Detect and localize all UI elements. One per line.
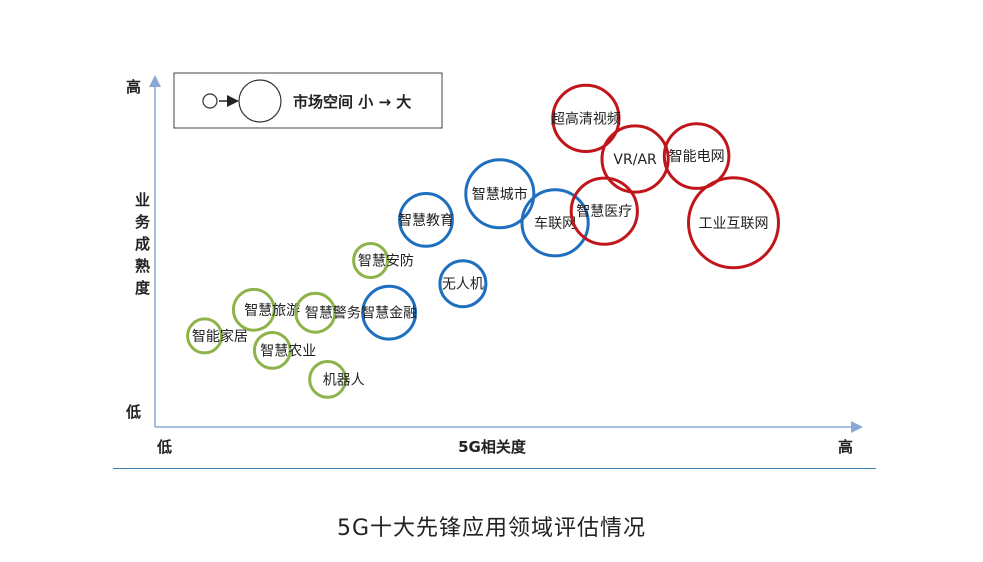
bubble-label-9: 智慧城市 <box>472 186 528 203</box>
bubble-label-7: 智慧教育 <box>398 213 454 229</box>
bubble-label-1: 智慧旅游 <box>244 303 300 319</box>
bubble-label-0: 智能家居 <box>192 328 248 345</box>
x-axis-low-label: 低 <box>156 438 172 456</box>
bubble-10 <box>520 188 590 258</box>
y-axis-low-label: 低 <box>125 403 141 421</box>
bubble-label-13: 智慧医疗 <box>576 204 632 220</box>
bubble-12 <box>600 124 670 194</box>
legend: 市场空间 小 → 大 <box>173 72 443 129</box>
bubble-label-14: 智能电网 <box>669 149 725 165</box>
bubble-5 <box>352 242 390 279</box>
bubble-11 <box>551 83 621 153</box>
legend-small-circle <box>202 93 218 109</box>
bubble-1 <box>231 287 276 332</box>
bubble-label-6: 智慧金融 <box>361 306 417 322</box>
bubble-9 <box>464 158 536 230</box>
bubble-label-15: 工业互联网 <box>699 216 769 232</box>
bubble-15 <box>687 176 780 270</box>
legend-box <box>173 72 443 129</box>
y-axis-title: 业务成熟度 <box>135 191 151 297</box>
bubble-6 <box>361 284 418 341</box>
figure-caption: 5G十大先锋应用领域评估情况 <box>336 516 647 541</box>
legend-large-circle <box>238 79 282 123</box>
bubble-3 <box>308 360 348 399</box>
x-axis-title: 5G相关度 <box>458 438 527 456</box>
legend-text: 市场空间 小 → 大 <box>293 93 411 111</box>
bubble-label-11: 超高清视频 <box>551 110 621 127</box>
bubble-7 <box>398 192 454 248</box>
x-axis-high-label: 高 <box>838 438 853 456</box>
bubble-13 <box>569 176 639 246</box>
bubble-label-12: VR/AR <box>613 152 657 168</box>
bubble-4 <box>294 291 337 334</box>
bubble-2 <box>252 331 292 370</box>
bubble-0 <box>186 317 224 355</box>
bubble-label-10: 车联网 <box>534 215 576 232</box>
bubble-label-2: 智慧农业 <box>260 343 316 359</box>
y-axis-high-label: 高 <box>126 78 141 96</box>
bubble-14 <box>662 122 731 190</box>
bubble-label-4: 智慧警务 <box>305 306 361 322</box>
bubble-label-3: 机器人 <box>323 372 365 388</box>
caption-divider <box>113 468 876 469</box>
bubble-label-5: 智慧安防 <box>358 254 414 270</box>
bubble-label-8: 无人机 <box>442 277 484 293</box>
bubble-8 <box>438 259 488 309</box>
